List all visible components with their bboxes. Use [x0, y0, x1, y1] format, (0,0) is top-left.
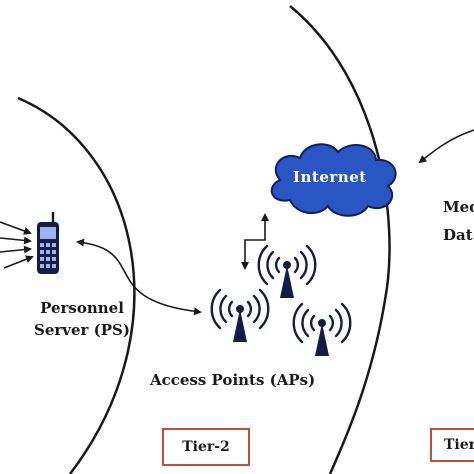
medical-server-line1: Med: [443, 198, 474, 216]
medical-server-label: Med Dat: [443, 193, 474, 249]
access-point-antenna-icon: [257, 244, 317, 286]
personnel-server-line1: Personnel: [40, 299, 124, 317]
access-points-label: Access Points (APs): [150, 371, 316, 389]
personnel-server-line2: Server (PS): [34, 321, 130, 339]
ps-ap-link-arrow: [76, 238, 202, 316]
tier2-boundary-arc: [289, 5, 391, 474]
mobile-phone-icon: [37, 212, 59, 274]
access-point-antenna-icon: [292, 302, 352, 344]
tier1-boundary-arc: [17, 96, 136, 474]
tier-3-box: Tier: [430, 428, 474, 462]
sensor-arrows: [0, 221, 34, 269]
medical-server-line2: Dat: [443, 226, 473, 244]
personnel-server-label: Personnel Server (PS): [22, 297, 142, 341]
tier-2-box: Tier-2: [162, 428, 250, 466]
ap-internet-link-arrow: [241, 213, 269, 270]
internet-label: Internet: [293, 168, 367, 186]
access-point-antenna-icon: [210, 288, 270, 330]
internet-cloud-icon: [270, 143, 397, 217]
medical-internet-link-arrow: [418, 129, 474, 164]
